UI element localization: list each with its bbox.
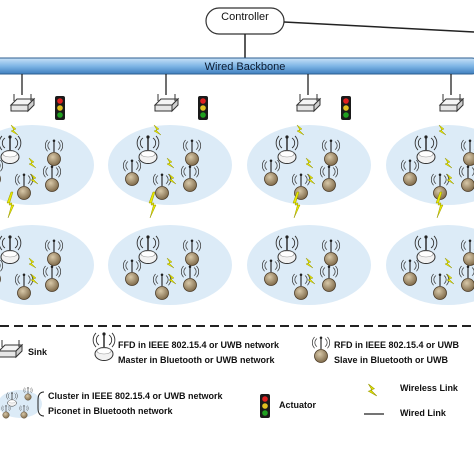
legend-wired-label: Wired Link: [400, 408, 446, 418]
sink-icon: [296, 93, 321, 112]
legend-rfd-icon: [312, 337, 329, 363]
backbone-label: Wired Backbone: [204, 61, 286, 73]
controller-label: Controller: [221, 11, 269, 23]
inter-cluster-links: [6, 191, 444, 219]
sink-cluster-links: [10, 124, 447, 136]
legend-actuator-icon: [260, 394, 270, 418]
legend-icons: [0, 332, 384, 418]
cluster-2-1: [0, 225, 94, 305]
legend-cluster-icon: [0, 387, 42, 418]
legend-rfd-label-1: RFD in IEEE 802.15.4 or UWB: [334, 340, 460, 350]
cluster-1-4: [386, 125, 474, 205]
traffic-light-icon: [55, 96, 65, 120]
cluster-1-3: [247, 125, 371, 205]
legend-cluster-label-2: Piconet in Bluetooth network: [48, 406, 173, 416]
traffic-light-icon: [341, 96, 351, 120]
legend-sink-label: Sink: [28, 347, 48, 357]
sink-icon: [439, 93, 464, 112]
legend-brace: [37, 391, 45, 417]
cluster-row-2: [0, 225, 474, 305]
legend-rfd-label-2: Slave in Bluetooth or UWB: [334, 355, 449, 365]
legend-wireless-label: Wireless Link: [400, 383, 458, 393]
cluster-row-1: [0, 125, 474, 205]
sink-drops: [21, 74, 452, 95]
legend-ffd-icon: [93, 332, 115, 360]
legend-actuator-label: Actuator: [279, 400, 317, 410]
cluster-1-2: [108, 125, 232, 205]
sink-icon: [10, 93, 35, 112]
sink-icon: [154, 93, 179, 112]
cluster-2-4: [386, 225, 474, 305]
cluster-2-2: [108, 225, 232, 305]
sinks: [10, 93, 464, 112]
controller-wired-link: [283, 21, 474, 33]
legend-ffd-label-2: Master in Bluetooth or UWB network: [118, 355, 275, 365]
legend-wireless-icon: [368, 383, 378, 397]
legend-sink-icon: [0, 339, 23, 358]
cluster-1-1: [0, 125, 94, 205]
traffic-light-icon: [198, 96, 208, 120]
wired-backbone: [0, 57, 474, 75]
legend-cluster-label-1: Cluster in IEEE 802.15.4 or UWB network: [48, 391, 223, 401]
cluster-2-3: [247, 225, 371, 305]
legend-ffd-label-1: FFD in IEEE 802.15.4 or UWB network: [118, 340, 280, 350]
